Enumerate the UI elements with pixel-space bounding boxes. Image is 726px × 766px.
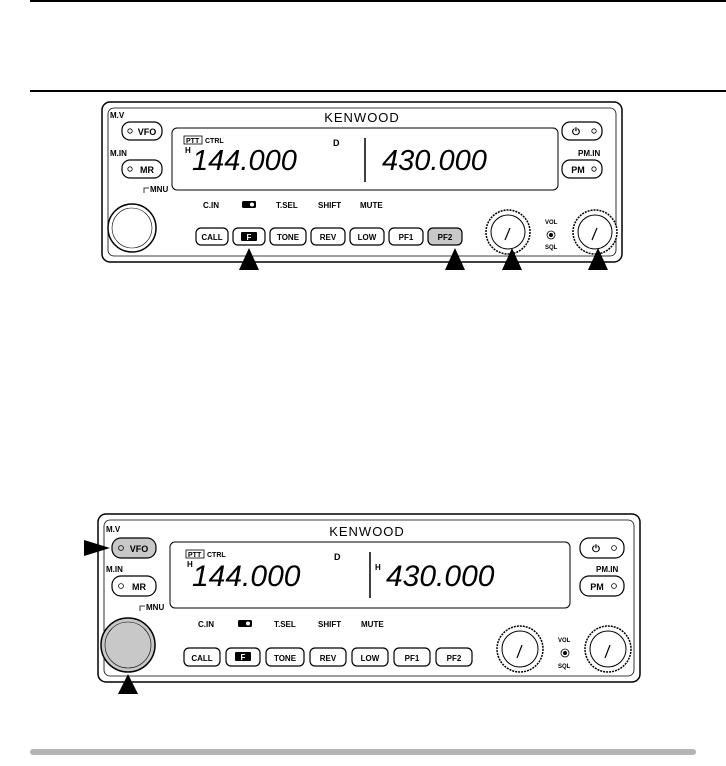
pm-button[interactable]: PM <box>562 160 602 178</box>
shift-label: SHIFT <box>318 201 341 210</box>
high-power-indicator: H <box>185 146 191 155</box>
power-button[interactable]: ⏻ <box>562 122 602 140</box>
tone-button[interactable]: TONE <box>270 228 306 245</box>
key-icon <box>242 201 256 208</box>
svg-text:LOW: LOW <box>361 654 380 663</box>
mv-label: M.V <box>110 111 125 120</box>
right-frequency: 430.000 <box>382 145 487 177</box>
left-frequency: 144.000 <box>192 145 297 177</box>
min-label: M.IN <box>110 149 127 158</box>
low-button[interactable]: LOW <box>350 228 384 245</box>
menu-label: MNU <box>146 603 164 612</box>
svg-text:PF2: PF2 <box>447 654 462 663</box>
svg-text:CALL: CALL <box>201 233 222 242</box>
tsel-label: T.SEL <box>274 620 296 629</box>
f-button[interactable]: F <box>226 648 260 666</box>
svg-text:TONE: TONE <box>277 233 300 242</box>
svg-text:PM: PM <box>571 165 585 175</box>
key-icon <box>238 620 252 627</box>
tuning-knob[interactable] <box>101 618 155 672</box>
svg-text:VFO: VFO <box>138 127 157 137</box>
sql-label: SQL <box>545 245 558 251</box>
rev-button[interactable]: REV <box>311 228 345 245</box>
f-button[interactable]: F <box>233 228 265 245</box>
right-high-power-indicator: H <box>375 563 381 572</box>
vfo-button[interactable]: VFO <box>112 538 156 558</box>
right-band-vol-knob[interactable] <box>585 626 631 672</box>
pf2-button[interactable]: PF2 <box>428 228 462 245</box>
tone-button[interactable]: TONE <box>266 648 304 666</box>
shift-label: SHIFT <box>318 620 341 629</box>
brand-logo: KENWOOD <box>329 524 405 539</box>
svg-text:PM: PM <box>590 582 604 592</box>
ctrl-indicator: CTRL <box>207 552 226 559</box>
rev-button[interactable]: REV <box>310 648 346 666</box>
pf2-button[interactable]: PF2 <box>436 648 472 666</box>
mv-label: M.V <box>106 525 121 534</box>
svg-text:CALL: CALL <box>191 654 212 663</box>
tuning-knob[interactable] <box>108 204 156 252</box>
svg-text:PF1: PF1 <box>405 654 420 663</box>
svg-text:REV: REV <box>320 233 337 242</box>
call-button[interactable]: CALL <box>196 228 228 245</box>
vol-label: VOL <box>545 220 558 226</box>
right-band-vol-knob[interactable] <box>573 210 617 254</box>
mr-button[interactable]: MR <box>112 576 156 596</box>
pf1-button[interactable]: PF1 <box>389 228 423 245</box>
svg-text:VFO: VFO <box>130 544 149 554</box>
min-label: M.IN <box>106 565 123 574</box>
section-rule <box>30 90 726 92</box>
pm-button[interactable]: PM <box>580 576 624 596</box>
svg-text:F: F <box>241 653 246 662</box>
svg-text:TONE: TONE <box>274 654 297 663</box>
pf1-button[interactable]: PF1 <box>394 648 430 666</box>
sql-label: SQL <box>558 664 571 670</box>
svg-text:LOW: LOW <box>358 233 377 242</box>
svg-text:F: F <box>247 233 252 242</box>
power-button[interactable]: ⏻ <box>580 538 624 558</box>
pmin-label: PM.IN <box>578 149 600 158</box>
pmin-label: PM.IN <box>596 565 618 574</box>
svg-text:PF2: PF2 <box>438 233 453 242</box>
mute-label: MUTE <box>360 201 383 210</box>
svg-text:MR: MR <box>140 165 154 175</box>
radio-figure-2: KENWOOD PTT CTRL H D 144.000 H 430.000 M… <box>84 508 644 694</box>
svg-text:REV: REV <box>320 654 337 663</box>
ctrl-indicator: CTRL <box>205 138 224 145</box>
mr-button[interactable]: MR <box>122 160 162 178</box>
d-indicator: D <box>334 552 341 562</box>
brand-logo: KENWOOD <box>324 110 400 125</box>
left-band-vol-knob[interactable] <box>497 626 543 672</box>
cin-label: C.IN <box>198 620 214 629</box>
menu-label: MNU <box>150 185 168 194</box>
vfo-button[interactable]: VFO <box>122 122 162 140</box>
vol-label: VOL <box>558 638 571 644</box>
right-frequency: 430.000 <box>386 560 495 593</box>
cin-label: C.IN <box>203 201 219 210</box>
page-bottom-bar <box>30 749 696 755</box>
tsel-label: T.SEL <box>276 201 298 210</box>
left-band-vol-knob[interactable] <box>486 210 530 254</box>
power-icon: ⏻ <box>592 543 600 555</box>
mute-label: MUTE <box>361 620 384 629</box>
call-button[interactable]: CALL <box>184 648 220 666</box>
svg-text:PF1: PF1 <box>399 233 414 242</box>
left-frequency: 144.000 <box>192 560 301 593</box>
svg-text:MR: MR <box>132 582 146 592</box>
low-button[interactable]: LOW <box>352 648 388 666</box>
radio-figure-1: KENWOOD PTT CTRL H D 144.000 430.000 M.V… <box>100 100 640 282</box>
top-rule <box>30 0 726 2</box>
ptt-indicator: PTT <box>188 552 202 559</box>
power-icon: ⏻ <box>572 126 580 138</box>
d-indicator: D <box>333 138 340 148</box>
